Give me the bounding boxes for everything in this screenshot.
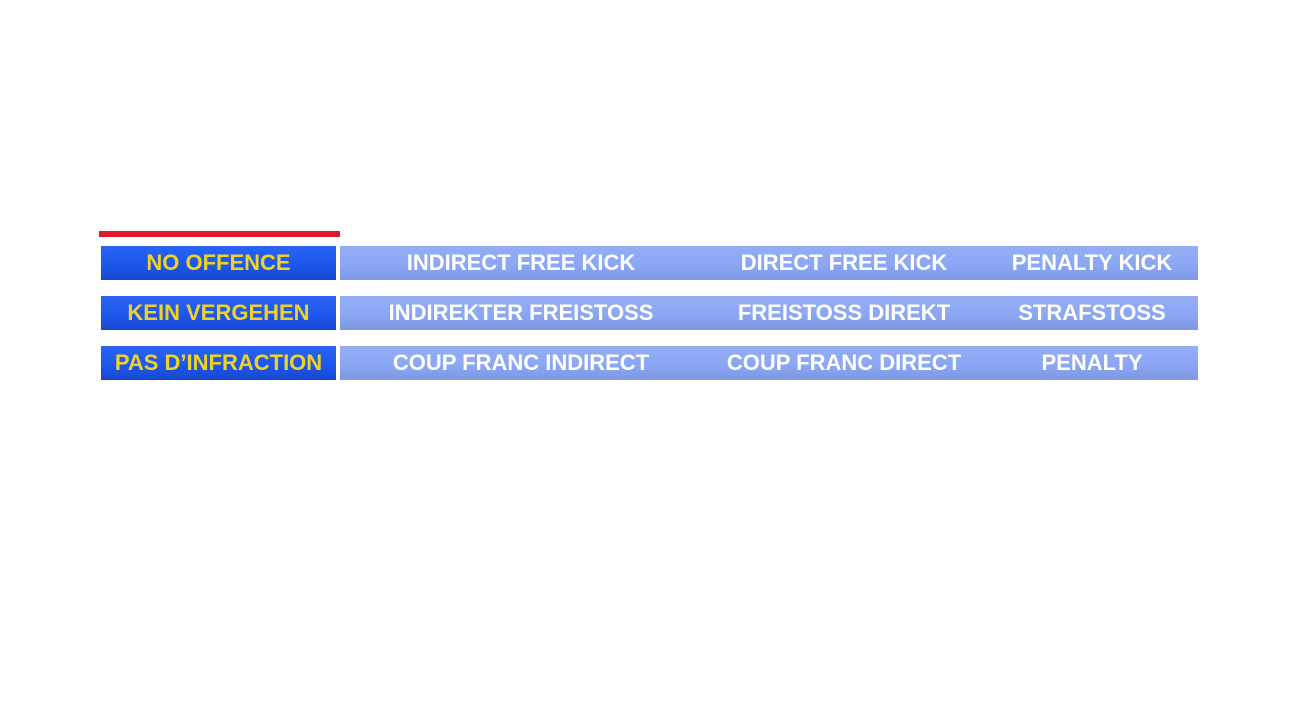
coup-franc-direct-cell: COUP FRANC DIRECT <box>726 350 962 375</box>
strafstoss-cell: STRAFSTOSS <box>1018 300 1166 325</box>
indirect-free-kick-cell: INDIRECT FREE KICK <box>406 250 636 275</box>
red-accent-line <box>99 231 340 237</box>
penalty-kick-cell: PENALTY KICK <box>1011 250 1173 275</box>
table-row-french: PAS D’INFRACTION COUP FRANC INDIRECT COU… <box>101 346 1198 380</box>
offence-restart-table: NO OFFENCE INDIRECT FREE KICK DIRECT FRE… <box>101 246 1198 396</box>
table-row-german: KEIN VERGEHEN INDIREKTER FREISTOSS FREIS… <box>101 296 1198 330</box>
no-offence-label: NO OFFENCE <box>101 246 336 280</box>
restart-bar-english: INDIRECT FREE KICK DIRECT FREE KICK PENA… <box>340 246 1198 280</box>
freistoss-direkt-cell: FREISTOSS DIREKT <box>737 300 951 325</box>
indirekter-freistoss-cell: INDIREKTER FREISTOSS <box>388 300 654 325</box>
label-text: KEIN VERGEHEN <box>127 300 310 325</box>
penalty-cell: PENALTY <box>1041 350 1143 375</box>
kein-vergehen-label: KEIN VERGEHEN <box>101 296 336 330</box>
table-row-english: NO OFFENCE INDIRECT FREE KICK DIRECT FRE… <box>101 246 1198 280</box>
pas-d-infraction-label: PAS D’INFRACTION <box>101 346 336 380</box>
label-text: PAS D’INFRACTION <box>114 350 323 375</box>
coup-franc-indirect-cell: COUP FRANC INDIRECT <box>392 350 650 375</box>
direct-free-kick-cell: DIRECT FREE KICK <box>740 250 948 275</box>
label-text: NO OFFENCE <box>146 250 291 275</box>
restart-bar-german: INDIREKTER FREISTOSS FREISTOSS DIREKT ST… <box>340 296 1198 330</box>
restart-bar-french: COUP FRANC INDIRECT COUP FRANC DIRECT PE… <box>340 346 1198 380</box>
